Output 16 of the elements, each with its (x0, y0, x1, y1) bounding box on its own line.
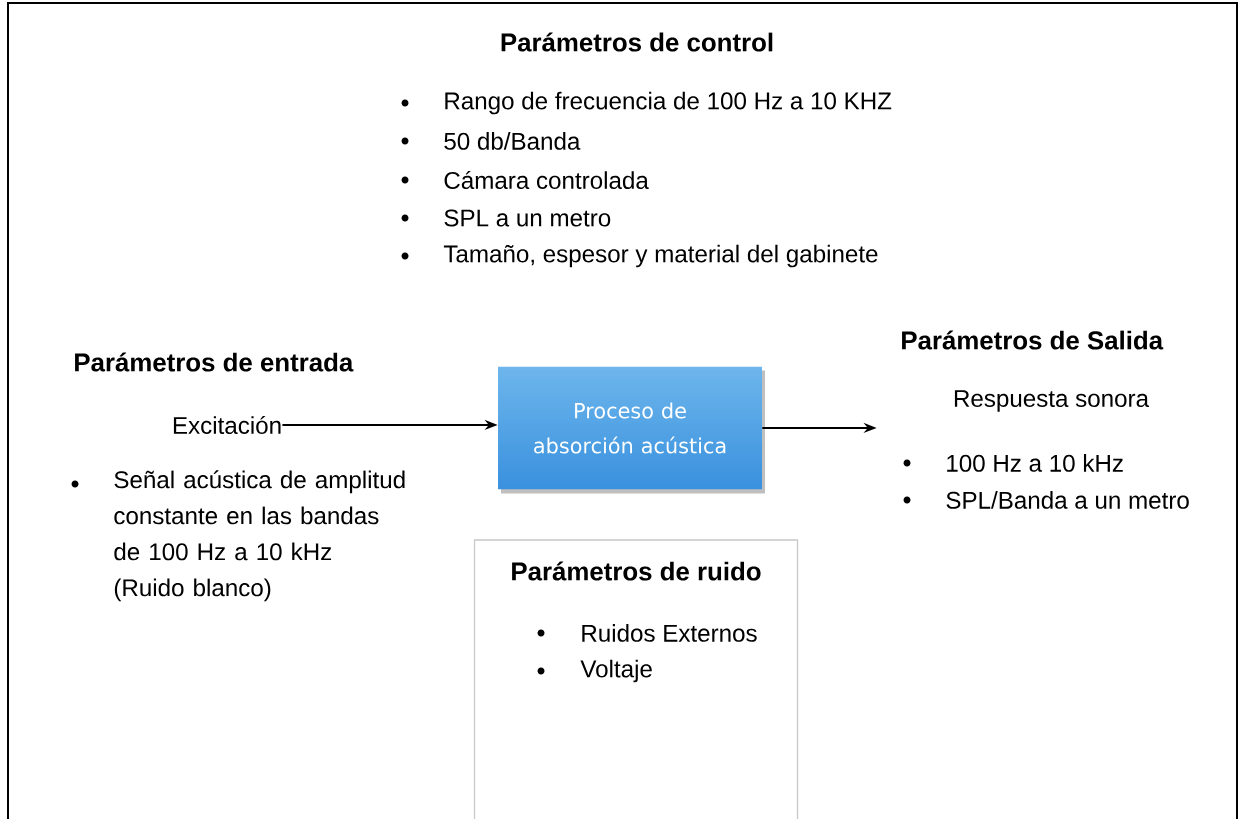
heading: Parámetros de entrada (75, 352, 354, 372)
input-text: Excitación (173, 415, 281, 434)
bullet-item: Tamaño, espesor y material del gabinete (401, 244, 878, 268)
bullet-item: Ruidos Externos (537, 624, 757, 642)
process-box: Proceso de absorción acústica (498, 366, 765, 494)
heading: Parámetros de control (501, 32, 773, 52)
bullet-item: SPL a un metro (401, 209, 611, 227)
heading: Parámetros de Salida (902, 330, 1164, 350)
bullet-item: 50 db/Banda (401, 132, 581, 150)
bullet-item: Rango de frecuencia de 100 Hz a 10 KHZ (401, 91, 892, 115)
output-text: Respuesta sonora (954, 390, 1150, 412)
bullet-item: 100 Hz a 10 kHz (903, 454, 1123, 472)
bullet-item: Cámara controlada (401, 170, 649, 189)
bullet-item: Voltaje (537, 659, 652, 683)
bullet-item: SPL/Banda a un metro (903, 491, 1189, 509)
bullet-item: Señal acústica de amplitud constante en las bandas de 100 Hz a 10 kHz (Ruido blanco) (71, 470, 405, 602)
